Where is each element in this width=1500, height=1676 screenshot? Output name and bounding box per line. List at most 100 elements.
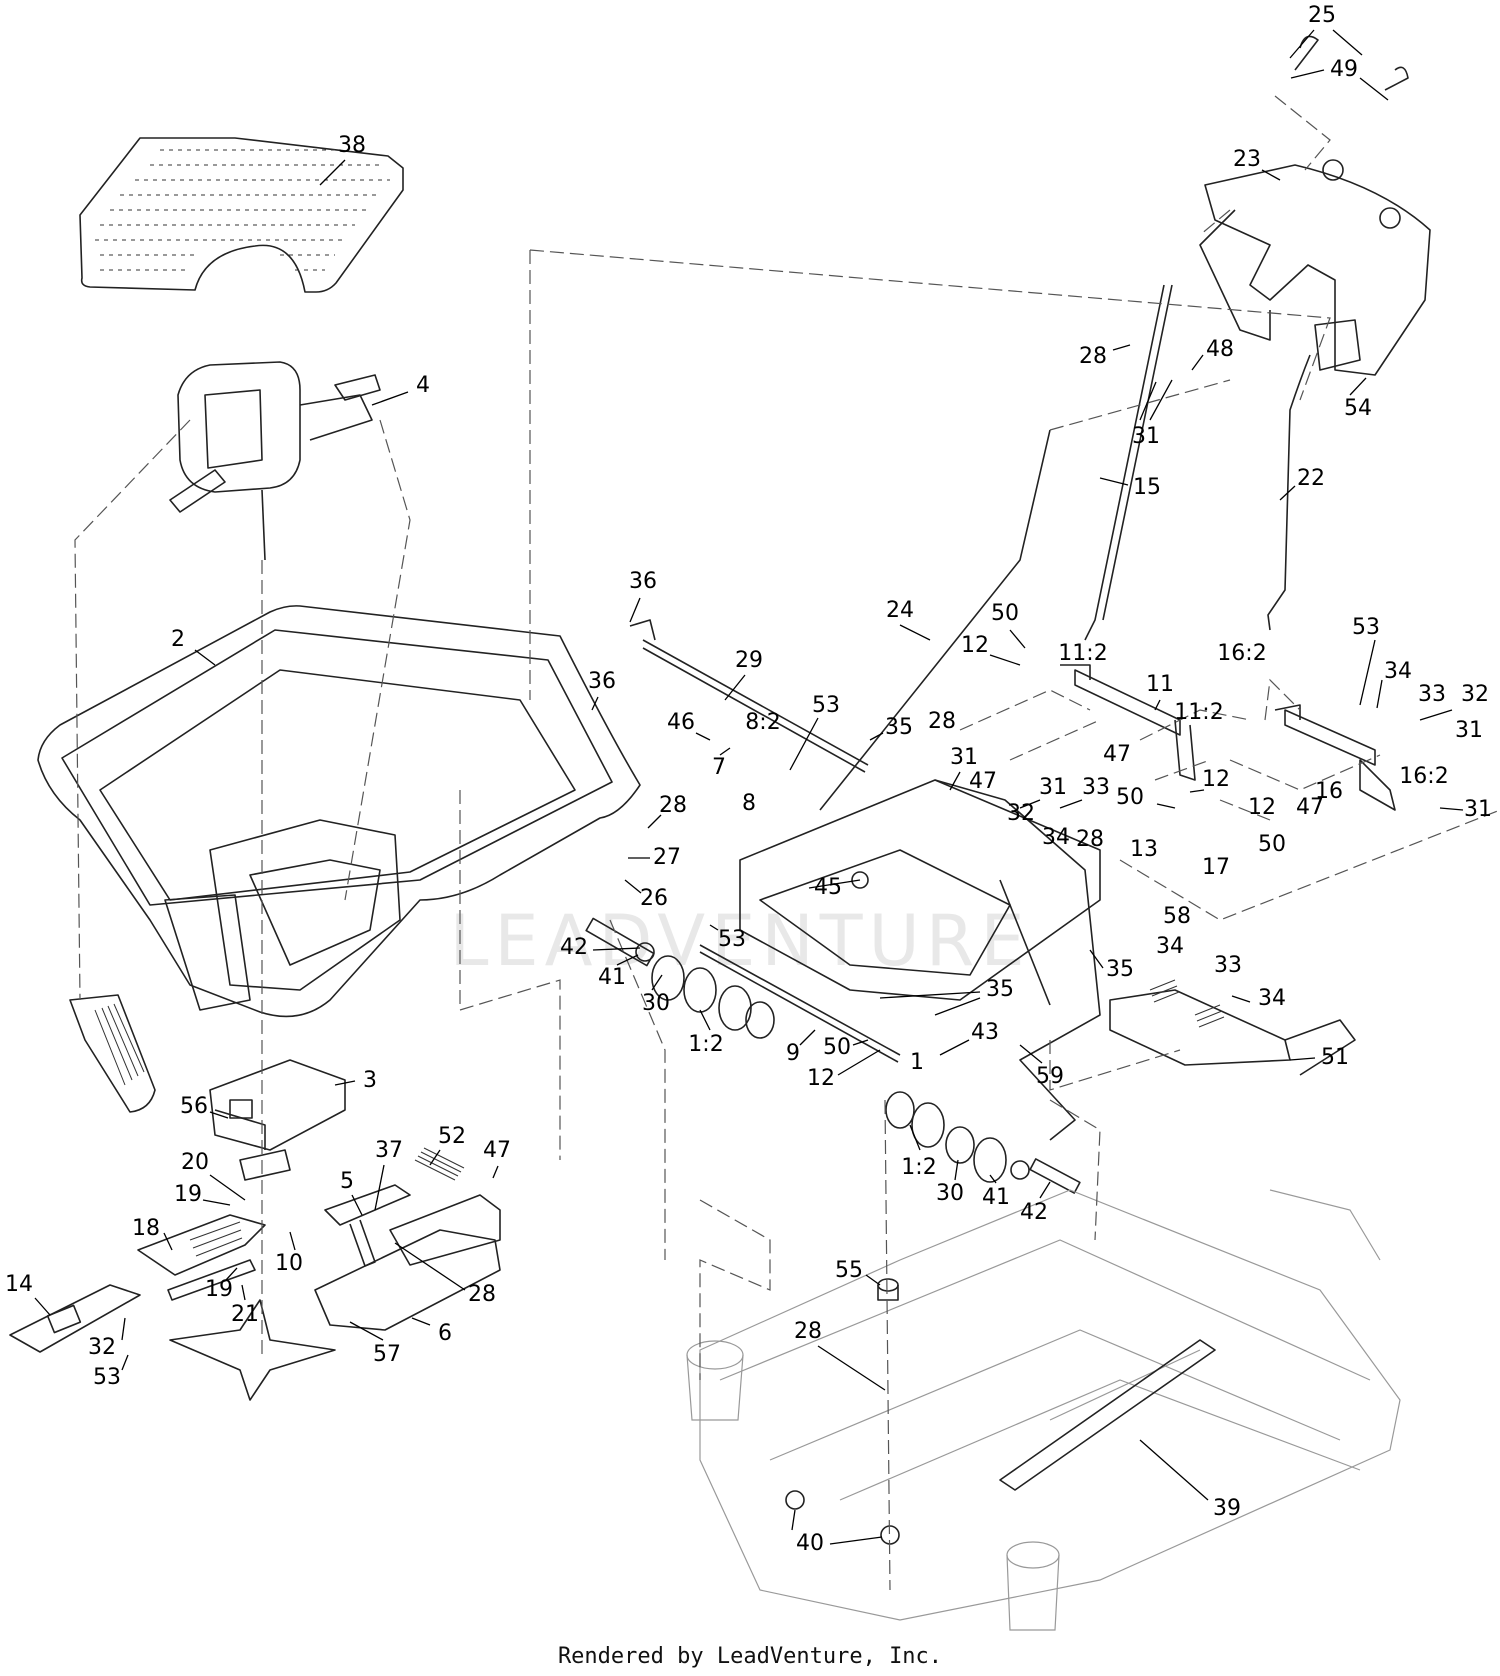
callout-28a: 28 bbox=[1079, 344, 1107, 369]
callout-11: 11 bbox=[1146, 672, 1174, 697]
callout-33c: 33 bbox=[1214, 953, 1242, 978]
callout-32b: 32 bbox=[1007, 801, 1035, 826]
callout-30b: 30 bbox=[936, 1181, 964, 1206]
part-22-rod bbox=[1267, 354, 1311, 631]
callout-28d: 28 bbox=[1076, 827, 1104, 852]
callout-34d: 34 bbox=[1258, 986, 1286, 1011]
callout-41a: 41 bbox=[598, 965, 626, 990]
callout-28e: 28 bbox=[468, 1282, 496, 1307]
callout-28b: 28 bbox=[928, 709, 956, 734]
part-3-bracket bbox=[209, 1059, 346, 1181]
callout-2: 2 bbox=[171, 627, 185, 652]
footer-credit: Rendered by LeadVenture, Inc. bbox=[558, 1644, 942, 1669]
callout-47d: 47 bbox=[483, 1138, 511, 1163]
callout-54: 54 bbox=[1344, 396, 1372, 421]
callout-56: 56 bbox=[180, 1094, 208, 1119]
watermark-text: LEADVENTURE bbox=[449, 900, 1030, 982]
callout-32c: 32 bbox=[88, 1335, 116, 1360]
part-11-shaft bbox=[1060, 664, 1196, 781]
callout-22: 22 bbox=[1297, 466, 1325, 491]
callout-31b: 31 bbox=[1455, 718, 1483, 743]
callout-12c: 12 bbox=[1248, 795, 1276, 820]
callout-47a: 47 bbox=[969, 769, 997, 794]
callout-34a: 34 bbox=[1384, 659, 1412, 684]
part-16-shaft bbox=[1274, 704, 1396, 811]
callout-36b: 36 bbox=[588, 669, 616, 694]
callout-47b: 47 bbox=[1103, 742, 1131, 767]
callout-1: 1 bbox=[910, 1050, 924, 1075]
callout-1-2a: 1:2 bbox=[688, 1032, 723, 1057]
callout-28c: 28 bbox=[659, 793, 687, 818]
callout-29: 29 bbox=[735, 648, 763, 673]
callout-11-2a: 11:2 bbox=[1058, 641, 1107, 666]
callout-50a: 50 bbox=[991, 601, 1019, 626]
callout-35a: 35 bbox=[885, 715, 913, 740]
part-main-frame bbox=[739, 779, 1101, 1141]
callout-50c: 50 bbox=[1258, 832, 1286, 857]
part-4-motor-assembly bbox=[169, 361, 381, 561]
callout-12d: 12 bbox=[807, 1066, 835, 1091]
callout-16-2b: 16:2 bbox=[1399, 764, 1448, 789]
part-15-rod bbox=[1084, 284, 1173, 641]
callout-1-2b: 1:2 bbox=[901, 1155, 936, 1180]
callout-27: 27 bbox=[653, 845, 681, 870]
callout-37: 37 bbox=[375, 1138, 403, 1163]
callout-53a: 53 bbox=[1352, 615, 1380, 640]
part-14-plate bbox=[9, 1284, 141, 1353]
callout-34b: 34 bbox=[1042, 825, 1070, 850]
callout-45: 45 bbox=[814, 875, 842, 900]
callout-47c: 47 bbox=[1296, 795, 1324, 820]
callout-31e: 31 bbox=[1464, 797, 1492, 822]
callout-53c: 53 bbox=[718, 927, 746, 952]
callout-55: 55 bbox=[835, 1258, 863, 1283]
callout-3: 3 bbox=[363, 1068, 377, 1093]
callout-38: 38 bbox=[338, 133, 366, 158]
callout-17: 17 bbox=[1202, 855, 1230, 880]
part-23-control-panel bbox=[1199, 159, 1431, 376]
callout-16: 16 bbox=[1315, 779, 1343, 804]
callout-11-2b: 11:2 bbox=[1174, 700, 1223, 725]
callout-35b: 35 bbox=[1106, 957, 1134, 982]
callout-23: 23 bbox=[1233, 147, 1261, 172]
callout-8: 8 bbox=[742, 791, 756, 816]
callout-51: 51 bbox=[1321, 1045, 1349, 1070]
callout-leader-lines bbox=[34, 29, 1464, 1545]
callout-20: 20 bbox=[181, 1150, 209, 1175]
assembly-dashed-lines bbox=[74, 95, 1500, 1591]
callout-28f: 28 bbox=[794, 1319, 822, 1344]
callout-33b: 33 bbox=[1082, 775, 1110, 800]
part-55-cap bbox=[877, 1278, 899, 1301]
callout-48: 48 bbox=[1206, 337, 1234, 362]
callout-24: 24 bbox=[886, 598, 914, 623]
callout-31d: 31 bbox=[1039, 775, 1067, 800]
callout-39: 39 bbox=[1213, 1496, 1241, 1521]
callout-7: 7 bbox=[712, 755, 726, 780]
callout-35c: 35 bbox=[986, 977, 1014, 1002]
callout-12a: 12 bbox=[961, 633, 989, 658]
callout-8-2: 8:2 bbox=[745, 710, 780, 735]
callout-32a: 32 bbox=[1461, 682, 1489, 707]
callout-4: 4 bbox=[416, 373, 430, 398]
part-6-deflector bbox=[314, 1194, 501, 1331]
callout-21: 21 bbox=[231, 1302, 259, 1327]
part-52-spring bbox=[414, 1147, 465, 1181]
callout-16-2a: 16:2 bbox=[1217, 641, 1266, 666]
callout-33a: 33 bbox=[1418, 682, 1446, 707]
part-33-springs bbox=[1149, 979, 1225, 1028]
callout-19a: 19 bbox=[174, 1182, 202, 1207]
part-spinner bbox=[169, 1299, 336, 1401]
callout-36a: 36 bbox=[629, 569, 657, 594]
part-38-floor-mat bbox=[79, 137, 404, 293]
part-29-rod bbox=[629, 619, 869, 773]
callout-15: 15 bbox=[1133, 475, 1161, 500]
part-chassis-frame bbox=[686, 1189, 1401, 1631]
callout-30a: 30 bbox=[642, 991, 670, 1016]
callout-42a: 42 bbox=[560, 935, 588, 960]
callout-6: 6 bbox=[438, 1321, 452, 1346]
callout-31c: 31 bbox=[950, 745, 978, 770]
callout-42b: 42 bbox=[1020, 1200, 1048, 1225]
part-24-rod bbox=[819, 429, 1051, 811]
callout-13: 13 bbox=[1130, 837, 1158, 862]
callout-5: 5 bbox=[340, 1169, 354, 1194]
